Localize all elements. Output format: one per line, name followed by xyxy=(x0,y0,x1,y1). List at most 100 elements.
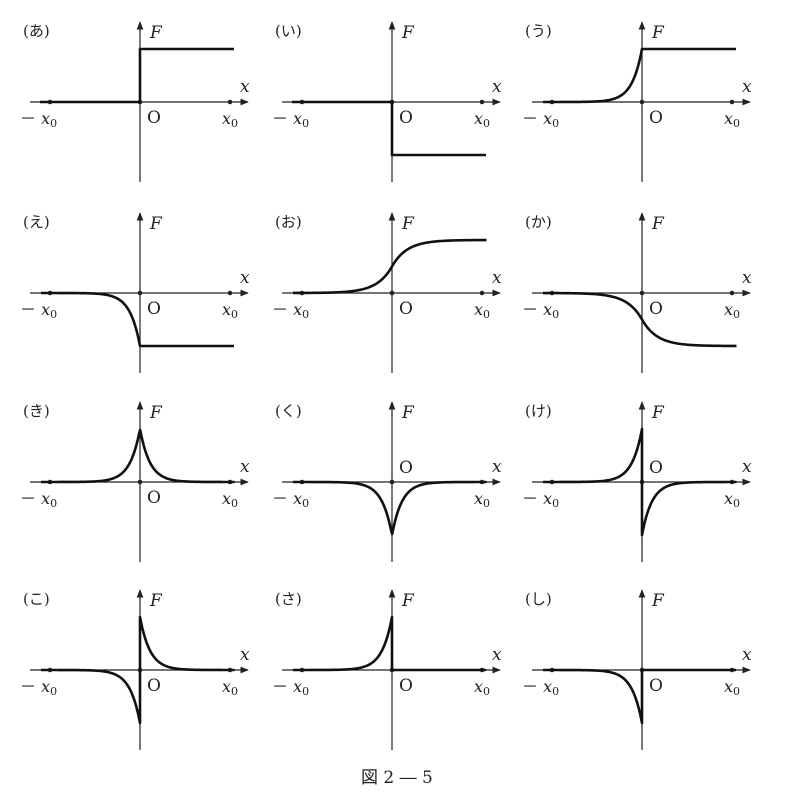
panel-label: (う) xyxy=(525,22,552,40)
origin-dot xyxy=(389,479,395,485)
neg-x0-label: － x0 xyxy=(20,300,57,321)
pos-x0-tick xyxy=(479,99,485,105)
panel-label: (お) xyxy=(275,213,302,231)
pos-x0-label: x0 xyxy=(222,677,238,698)
neg-x0-label: － x0 xyxy=(272,677,309,698)
origin-label: O xyxy=(399,458,413,478)
x-axis-label: x xyxy=(742,268,752,288)
panel-label: (き) xyxy=(23,402,50,420)
origin-dot xyxy=(137,479,143,485)
origin-label: O xyxy=(399,108,413,128)
pos-x0-label: x0 xyxy=(724,300,740,321)
panel-label: (け) xyxy=(525,402,552,420)
pos-x0-label: x0 xyxy=(222,489,238,510)
curve-rise-then-flat xyxy=(542,47,736,104)
origin-dot xyxy=(389,290,395,296)
curve-sigmoid-down xyxy=(543,291,737,348)
curve-down-left-up-right xyxy=(40,615,235,725)
neg-x0-label: － x0 xyxy=(522,489,559,510)
neg-x0-label: － x0 xyxy=(272,109,309,130)
neg-x0-label: － x0 xyxy=(272,489,309,510)
pos-x0-label: x0 xyxy=(724,677,740,698)
curve-peak-down xyxy=(292,480,487,536)
panel-shi: (し) Fx － x0 x0 O xyxy=(522,589,752,750)
neg-x0-label: － x0 xyxy=(20,677,57,698)
x-axis-label: x xyxy=(240,645,250,665)
panel-sa: (さ) Fx － x0 x0 O xyxy=(272,589,502,750)
y-axis-label: F xyxy=(401,23,415,43)
origin-label: O xyxy=(147,676,161,696)
x-axis-label: x xyxy=(742,77,752,97)
y-axis-label: F xyxy=(651,23,665,43)
curve-step-up xyxy=(40,47,234,104)
pos-x0-label: x0 xyxy=(222,300,238,321)
panel-ka: (か) Fx － x0 x0 O xyxy=(522,212,752,373)
y-axis-label: F xyxy=(149,23,163,43)
x-axis-label: x xyxy=(742,457,752,477)
y-axis-label: F xyxy=(401,403,415,423)
y-axis-label: F xyxy=(149,214,163,234)
y-axis-label: F xyxy=(651,214,665,234)
y-axis-label: F xyxy=(149,591,163,611)
neg-x0-label: － x0 xyxy=(522,300,559,321)
pos-x0-tick xyxy=(729,99,735,105)
panel-label: (さ) xyxy=(275,590,302,608)
origin-label: O xyxy=(147,108,161,128)
panel-label: (く) xyxy=(275,402,302,420)
pos-x0-label: x0 xyxy=(474,300,490,321)
origin-label: O xyxy=(399,299,413,319)
curve-down-left-only xyxy=(542,668,736,725)
y-axis-label: F xyxy=(149,403,163,423)
y-axis-label: F xyxy=(651,591,665,611)
panel-label: (し) xyxy=(525,590,552,608)
panel-label: (か) xyxy=(525,213,552,231)
y-axis-label: F xyxy=(401,591,415,611)
pos-x0-label: x0 xyxy=(724,109,740,130)
pos-x0-label: x0 xyxy=(724,489,740,510)
origin-label: O xyxy=(147,299,161,319)
pos-x0-tick xyxy=(227,99,233,105)
origin-label: O xyxy=(649,108,663,128)
origin-label: O xyxy=(649,676,663,696)
panel-label: (い) xyxy=(275,22,302,40)
origin-label: O xyxy=(649,299,663,319)
neg-x0-label: － x0 xyxy=(522,109,559,130)
neg-x0-label: － x0 xyxy=(20,109,57,130)
pos-x0-label: x0 xyxy=(474,677,490,698)
y-axis-label: F xyxy=(651,403,665,423)
curve-step-down xyxy=(292,100,486,157)
pos-x0-tick xyxy=(729,290,735,296)
x-axis-label: x xyxy=(240,77,250,97)
curve-up-left-only xyxy=(292,615,486,672)
x-axis-label: x xyxy=(492,457,502,477)
x-axis-label: x xyxy=(240,457,250,477)
origin-dot xyxy=(639,290,645,296)
panel-ku: (く) Fx － x0 x0 O xyxy=(272,401,502,562)
pos-x0-label: x0 xyxy=(474,489,490,510)
curve-peak-up xyxy=(40,428,235,484)
pos-x0-label: x0 xyxy=(222,109,238,130)
panel-ko: (こ) Fx － x0 x0 O xyxy=(20,589,250,750)
origin-dot xyxy=(137,290,143,296)
neg-x0-label: － x0 xyxy=(522,677,559,698)
figure-caption: 図 2 ― 5 xyxy=(361,768,433,788)
panel-label: (こ) xyxy=(23,590,50,608)
pos-x0-label: x0 xyxy=(474,109,490,130)
origin-label: O xyxy=(649,458,663,478)
origin-label: O xyxy=(147,488,161,508)
panel-u: (う) Fx － x0 x0 O xyxy=(522,21,752,182)
origin-label: O xyxy=(399,676,413,696)
x-axis-label: x xyxy=(492,645,502,665)
y-axis-label: F xyxy=(401,214,415,234)
panel-ke: (け) Fx － x0 x0 O xyxy=(522,401,752,562)
x-axis-label: x xyxy=(742,645,752,665)
curve-sigmoid-up xyxy=(293,238,487,295)
curve-fall-then-flat xyxy=(40,291,234,348)
panel-label: (え) xyxy=(23,213,50,231)
